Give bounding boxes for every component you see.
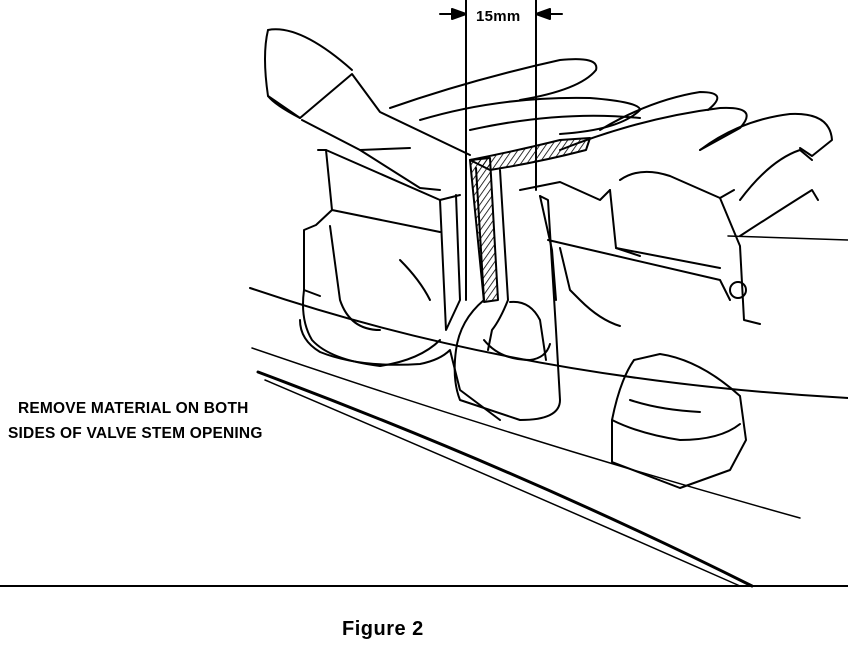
top-left-fin xyxy=(264,28,471,191)
swirl-lines xyxy=(389,58,833,237)
separator-rule xyxy=(0,585,848,587)
rim-arcs xyxy=(249,287,848,588)
instruction-line-2: SIDES OF VALVE STEM OPENING xyxy=(8,425,263,442)
left-block xyxy=(302,149,461,367)
hatched-section-top xyxy=(469,137,591,171)
hatched-section-stem xyxy=(469,157,499,303)
arrow-left-head xyxy=(451,8,467,20)
valve-stem-tower xyxy=(453,167,611,421)
cover-surface-line xyxy=(727,235,848,241)
dimension-label: 15mm xyxy=(476,8,521,25)
figure-caption: Figure 2 xyxy=(342,618,424,640)
front-left-bump xyxy=(299,319,501,421)
right-panel xyxy=(547,170,761,327)
arrow-right-head xyxy=(535,8,551,20)
front-right-block xyxy=(611,353,747,489)
instruction-line-1: REMOVE MATERIAL ON BOTH xyxy=(18,400,249,417)
